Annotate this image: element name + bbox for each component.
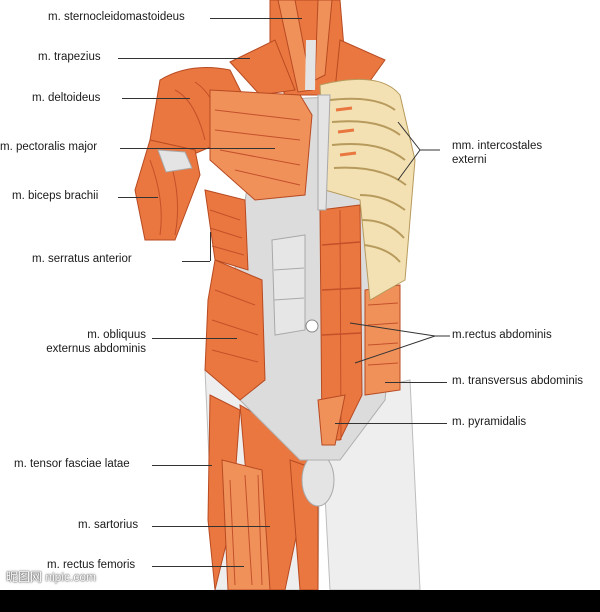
leader-line-pyramidalis xyxy=(335,423,447,424)
leader-line-rectus-femoris xyxy=(152,566,244,567)
leader-line-tensor-fasciae-latae xyxy=(152,465,212,466)
pyramidalis-muscle xyxy=(317,394,346,446)
obliquus-externus-muscle xyxy=(204,259,266,401)
pectoralis-major-muscle xyxy=(209,89,313,201)
label-tensor-fasciae-latae: m. tensor fasciae latae xyxy=(14,458,130,470)
leader-line-trapezius xyxy=(118,58,250,59)
leader-line-transversus-abdominis xyxy=(385,382,447,383)
label-intercostales-line2: externi xyxy=(452,154,487,166)
rib-cage xyxy=(319,78,416,301)
label-obliquus-line1: m. obliquus xyxy=(87,329,146,341)
label-pyramidalis: m. pyramidalis xyxy=(452,416,527,428)
leader-line-obliquus xyxy=(152,338,237,339)
label-obliquus-line2: externus abdominis xyxy=(46,343,146,355)
leader-line-sternocleidomastoideus xyxy=(210,18,302,19)
serratus-anterior-muscle xyxy=(204,189,249,271)
leader-lines-intercostales xyxy=(397,121,440,181)
label-serratus-anterior: m. serratus anterior xyxy=(32,253,132,265)
leader-line-pectoralis-major xyxy=(120,148,275,149)
label-intercostales-line1: mm. intercostales xyxy=(452,140,543,152)
label-rectus-femoris: m. rectus femoris xyxy=(47,559,136,571)
navel xyxy=(305,319,319,333)
label-sartorius: m. sartorius xyxy=(78,519,139,531)
leader-line-deltoideus xyxy=(122,98,190,99)
rectus-femoris-muscle xyxy=(221,459,271,591)
label-pectoralis-major: m. pectoralis major xyxy=(0,141,98,153)
label-sternocleidomastoideus: m. sternocleidomastoideus xyxy=(48,11,185,23)
genital-shape xyxy=(301,453,335,507)
label-transversus-abdominis: m. transversus abdominis xyxy=(452,375,584,387)
leader-line-biceps-brachii xyxy=(118,197,158,198)
watermark-text: 昵图网 nipic.com xyxy=(6,570,97,584)
leader-line-serratus-anterior xyxy=(182,261,210,262)
leader-line-serratus-anterior-vertical xyxy=(210,232,211,261)
trapezius-muscle xyxy=(229,39,296,96)
bottom-black-bar xyxy=(0,590,600,612)
label-rectus-abdominis: m.rectus abdominis xyxy=(452,329,552,341)
label-trapezius: m. trapezius xyxy=(38,51,101,63)
label-deltoideus: m. deltoideus xyxy=(32,92,101,104)
label-biceps-brachii: m. biceps brachii xyxy=(12,190,99,202)
leader-line-sartorius xyxy=(152,526,270,527)
leader-lines-rectus-abdominis xyxy=(349,322,450,364)
